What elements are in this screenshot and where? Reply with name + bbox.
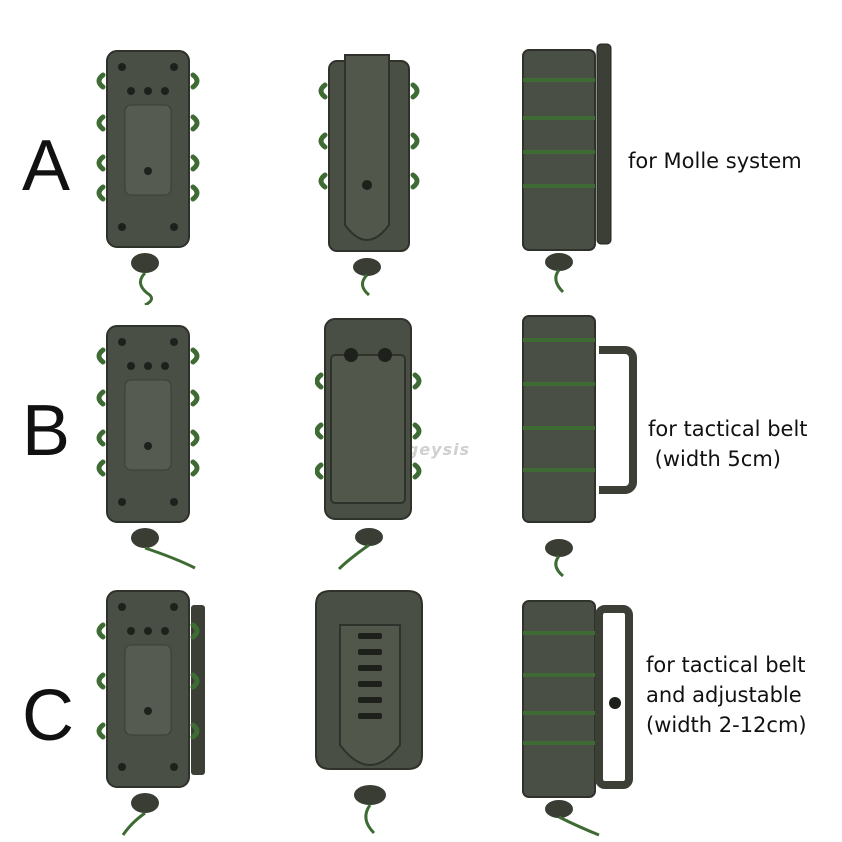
caption-a: for Molle system (628, 146, 802, 176)
row-label-b: B (22, 391, 71, 471)
pouch-b-side (522, 315, 637, 578)
pouch-b-front (96, 325, 200, 570)
pouch-b-back (315, 318, 422, 571)
pouch-a-front (96, 50, 200, 305)
caption-c-line-2: and adjustable (646, 683, 802, 707)
pouch-a-side (522, 43, 612, 294)
row-label-c: C (22, 676, 74, 756)
pouch-c-back (315, 590, 423, 835)
pouch-c-front (96, 590, 205, 836)
pouch-c-side (522, 600, 633, 837)
pouch-a-back (318, 54, 420, 297)
caption-c: for tactical belt and adjustable (width … (646, 650, 807, 740)
caption-a-line-1: for Molle system (628, 149, 802, 173)
caption-b: for tactical belt (width 5cm) (648, 414, 808, 474)
row-label-a: A (22, 126, 71, 206)
caption-c-line-3: (width 2-12cm) (646, 713, 807, 737)
caption-c-line-1: for tactical belt (646, 653, 806, 677)
caption-b-line-2: (width 5cm) (648, 447, 781, 471)
caption-b-line-1: for tactical belt (648, 417, 808, 441)
